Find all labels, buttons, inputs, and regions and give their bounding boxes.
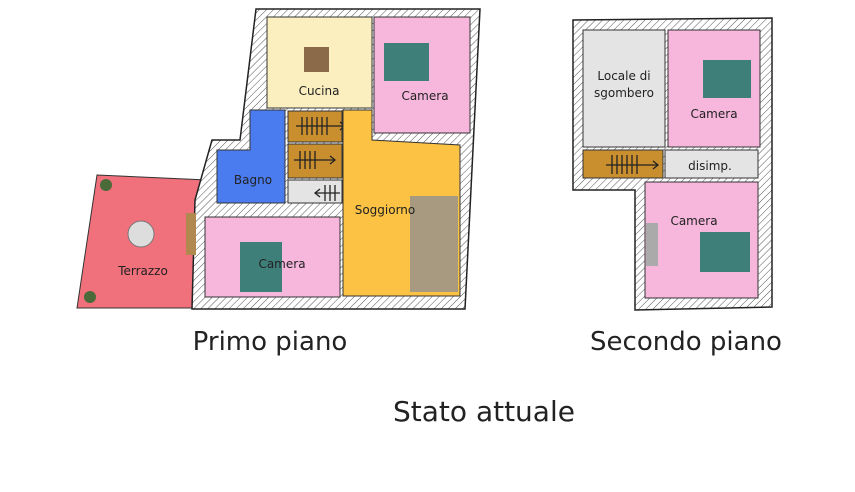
bathroom-room: [216, 109, 286, 204]
plant-icon: [100, 179, 112, 191]
room-label-terrace: Terrazzo: [117, 264, 168, 278]
stair-arrows: [294, 117, 347, 201]
wardrobe-icon: [646, 223, 658, 266]
room-label-hallway: disimp.: [688, 159, 732, 173]
room-label-bedroom-bottom: Camera: [670, 214, 717, 228]
second-floor-plan: Locale di sgombero Camera disimp. Camera: [572, 17, 773, 311]
page-title: Stato attuale: [393, 395, 575, 428]
room-label-bedroom-top: Camera: [690, 107, 737, 121]
room-label-kitchen: Cucina: [299, 84, 340, 98]
bed-icon: [703, 60, 751, 98]
bed-icon: [240, 242, 282, 292]
room-label-bathroom: Bagno: [234, 173, 272, 187]
stair-arrow: [606, 155, 660, 174]
terrace-table-icon: [127, 220, 155, 248]
storage-room: [582, 29, 666, 148]
hallway-room: [664, 149, 759, 179]
room-label-bedroom-bottom: Camera: [258, 257, 305, 271]
room-label-bedroom-top: Camera: [401, 89, 448, 103]
bench-icon: [186, 213, 196, 255]
dining-table-icon: [304, 47, 329, 72]
stairs-down: [287, 179, 343, 204]
sofa-icon: [410, 196, 458, 292]
plant-icon: [84, 291, 96, 303]
first-floor-plan: Cucina Camera Bagno Soggiorno Camera Ter…: [76, 8, 481, 310]
room-label-storage-1: Locale di: [597, 69, 650, 83]
stairs: [582, 149, 664, 179]
bed-icon: [700, 232, 750, 272]
second-floor-caption: Secondo piano: [590, 327, 782, 357]
bed-icon: [384, 43, 429, 81]
room-label-storage-2: sgombero: [594, 86, 654, 100]
first-floor-caption: Primo piano: [192, 327, 348, 357]
room-label-living: Soggiorno: [355, 203, 416, 217]
